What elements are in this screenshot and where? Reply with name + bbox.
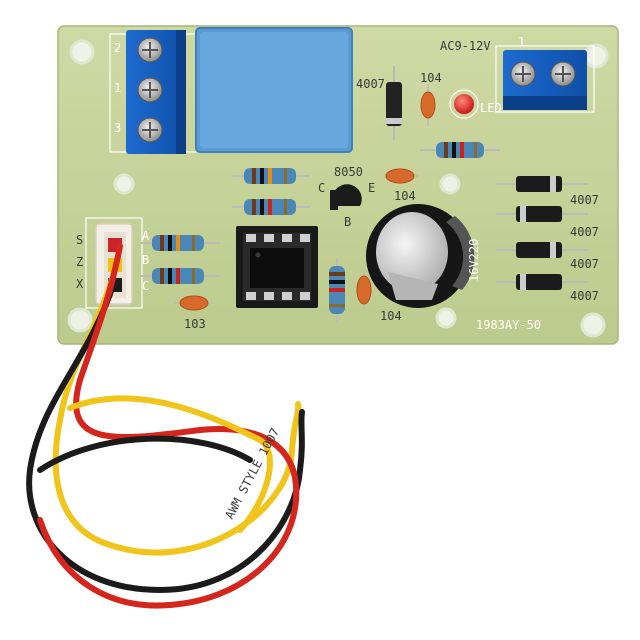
relay-diode-label: 4007 — [356, 77, 385, 91]
mounting-hole — [439, 173, 461, 195]
resistor — [232, 168, 310, 184]
resistor — [140, 268, 220, 284]
transistor-pin-e: E — [368, 181, 375, 195]
black-wire — [26, 279, 305, 593]
transistor-pin-b: B — [344, 215, 351, 229]
terminal-number-2: 2 — [114, 41, 121, 55]
transistor-label: 8050 — [334, 165, 363, 179]
power-input-label: AC9-12V — [440, 39, 491, 53]
bridge-diode-3 — [496, 242, 588, 258]
ceramic-capacitor-103 — [174, 295, 214, 311]
capacitor-label-103: 103 — [184, 317, 206, 331]
ceramic-capacitor-bottom — [356, 270, 372, 310]
wire-harness — [26, 243, 305, 609]
transistor — [330, 184, 362, 210]
ceramic-capacitor-mid — [384, 168, 418, 184]
bridge-diode-label-1: 4007 — [570, 193, 599, 207]
bridge-diode-4 — [496, 274, 588, 290]
led-indicator — [449, 89, 479, 119]
electrolytic-capacitor — [366, 204, 475, 308]
mounting-hole — [67, 307, 93, 333]
transistor-pin-c: C — [318, 181, 325, 195]
pin-letter-a: A — [142, 229, 150, 243]
resistor — [329, 258, 345, 322]
capacitor-label-104-bottom: 104 — [380, 309, 402, 323]
relay-terminal-block: 2 1 3 — [114, 30, 186, 154]
resistor — [232, 199, 310, 215]
resistor — [420, 142, 500, 158]
mounting-hole — [69, 39, 95, 65]
bridge-diode-label-3: 4007 — [570, 257, 599, 271]
capacitor-label-104-mid: 104 — [394, 189, 416, 203]
capacitor-rating-label: 16V220 — [467, 239, 481, 282]
pin-letter-c: C — [142, 279, 149, 293]
power-terminal-block: 1 — [503, 35, 587, 110]
ceramic-capacitor-top — [420, 84, 436, 126]
mounting-hole — [435, 307, 457, 329]
red-wire — [37, 243, 300, 609]
wire-print-label: AWM STYLE 1007 — [222, 426, 282, 522]
relay — [195, 27, 353, 153]
resistor — [140, 235, 220, 251]
connector-letter-x: X — [76, 277, 84, 291]
pin-letter-b: B — [142, 253, 149, 267]
ic-socket — [236, 226, 318, 308]
connector-letter-z: Z — [76, 255, 83, 269]
terminal-number-3: 3 — [114, 121, 121, 135]
bridge-diode-1 — [496, 176, 588, 192]
terminal-number-1: 1 — [114, 81, 121, 95]
bridge-diode-label-2: 4007 — [570, 225, 599, 239]
bridge-diode-label-4: 4007 — [570, 289, 599, 303]
model-label: 1983AY-50 — [476, 318, 541, 332]
relay-diode — [386, 66, 402, 140]
mounting-hole — [113, 173, 135, 195]
connector-letter-s: S — [76, 233, 83, 247]
capacitor-label-104-top: 104 — [420, 71, 442, 85]
mounting-hole — [580, 312, 606, 338]
mounting-hole — [583, 43, 609, 69]
led-label: LED — [480, 101, 502, 115]
bridge-diode-2 — [496, 206, 588, 222]
power-terminal-number: 1 — [518, 35, 525, 49]
